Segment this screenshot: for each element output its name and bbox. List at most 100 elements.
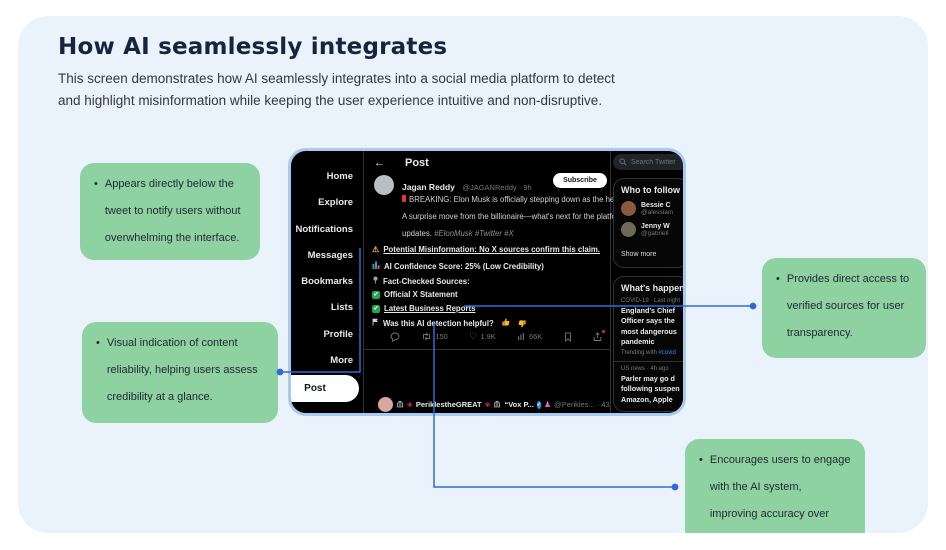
subscribe-button[interactable]: Subscribe [553,173,607,188]
post-detail-column: ← Post Jagan Reddy @JAGANReddy · 9h Subs… [363,151,680,413]
sidebar-item-label: Profile [323,328,353,340]
ai-score-text: AI Confidence Score: 25% (Low Credibilit… [384,261,544,271]
trend-headline-line: following suspen [621,384,680,394]
views-button[interactable]: 66K [517,332,542,341]
warning-icon: ⚠ [372,245,380,254]
post-header-title: Post [405,157,429,169]
info-panel: How AI seamlessly integrates This screen… [18,16,928,533]
ai-confidence-score: AI Confidence Score: 25% (Low Credibilit… [372,261,544,271]
source-official-statement[interactable]: ✔ Official X Statement [372,290,458,299]
back-icon[interactable]: ← [374,157,385,169]
sidebar-item-label: Bookmarks [301,276,353,288]
follow-suggestion[interactable]: Jenny W @gabriell [621,222,683,237]
source-business-reports[interactable]: ✔ Latest Business Reports [372,304,475,313]
whats-happening-card: What's happening COVID-19 · Last night E… [613,276,683,413]
sidebar-item[interactable]: Notifications [291,218,363,244]
engagement-bar: 150 ♡ 1.9K 66K [390,329,605,342]
sidebar-item-label: Lists [330,302,353,314]
like-button[interactable]: ♡ 1.9K [469,331,496,342]
sidebar-item-label: Home [326,171,353,182]
connector-dot [749,302,757,310]
reply-icon [390,332,400,342]
page-title: How AI seamlessly integrates [58,34,448,60]
avatar[interactable] [374,175,394,195]
trend-headline-line: Amazon, Apple [621,394,673,404]
source-label: Official X Statement [384,290,458,299]
post-header: ← Post [374,157,429,169]
trend-headline-line: pandemic [621,337,655,347]
sidebar-item[interactable]: Bookmarks [291,270,363,296]
reply-button[interactable] [390,332,400,342]
thumbs-up-icon[interactable] [502,318,510,328]
tweet-text: updates. [402,229,432,238]
follow-suggestion[interactable]: Bessie C @alessiam [621,201,683,216]
sidebar-item-label: Explore [318,197,353,209]
ai-feedback-prompt: Was this AI detection helpful? [372,318,526,328]
sidebar-item[interactable]: Lists [291,296,363,322]
next-tweet-row[interactable]: ❀ PeriklestheGREAT ❀ “Vox P... ✔ ♟ @Peri… [378,397,610,412]
flag-icon [372,318,379,328]
share-icon [593,331,602,341]
source-link-label[interactable]: Latest Business Reports [384,304,476,313]
show-more-link[interactable]: Show more [621,251,657,258]
user-name[interactable]: Jagan Reddy [402,182,455,192]
retweet-icon [423,332,431,341]
trending-hashtag[interactable]: #covid [658,349,676,356]
connector-dot [671,483,679,491]
bullet-icon: • [94,178,98,190]
trend-headline-line: England's Chief [621,306,676,315]
check-icon: ✔ [372,304,380,313]
annotation-text: Visual indication of content reliability… [106,337,258,403]
sources-title-text: Fact-Checked Sources: [383,276,470,286]
trend-headline-line: Parler may go d [621,373,675,383]
sidebar-item[interactable]: Explore [291,191,363,217]
social-app-screenshot: Home Explore Notifications Messages [288,148,686,416]
tweet-line-2: A surprise move from the billionaire—wha… [402,212,680,221]
search-input[interactable]: Search Twitter [613,154,683,170]
avatar[interactable] [378,397,393,412]
annotation-warning-placement: • Appears directly below the tweet to no… [80,163,260,260]
retweet-count: 150 [435,332,448,341]
trend-headline-line: Officer says the [621,316,675,326]
sidebar-item[interactable]: Profile [291,323,363,349]
post-button[interactable]: Post [291,375,359,402]
rose-icon: ❀ [407,401,413,409]
divider [364,349,610,350]
bookmark-button[interactable] [564,332,572,342]
sidebar-item[interactable]: More [291,349,363,375]
search-icon [619,158,627,166]
trend-headline-line: most dangerous [621,326,677,336]
check-icon: ✔ [372,290,380,299]
annotation-text: Encourages users to engage with the AI s… [709,454,851,520]
sidebar-item[interactable]: Messages [291,244,363,270]
user-name: PeriklestheGREAT [415,400,482,409]
fact-checked-sources-title: Fact-Checked Sources: [372,276,470,286]
quote-text: “Vox P... [504,400,534,409]
bullet-icon: • [776,273,780,285]
page-description: This screen demonstrates how AI seamless… [58,71,615,108]
tweet-hashtags[interactable]: #ElonMusk #Twitter #X [434,229,514,238]
suggested-user-handle: @alessiam [641,208,674,216]
suggested-user-name: Bessie C [641,201,671,209]
divider [614,360,683,362]
who-to-follow-card: Who to follow Bessie C @alessiam Jenny W… [613,178,683,268]
tweet-text: BREAKING: Elon Musk is officially steppi… [409,195,642,204]
bookmark-icon [564,332,571,342]
heart-icon: ♡ [469,331,478,341]
sidebar-item[interactable]: Home [291,165,363,191]
share-button[interactable] [593,329,605,342]
views-icon [517,333,524,340]
retweet-button[interactable]: 150 [421,332,448,341]
pawn-icon: ♟ [544,400,552,409]
sidebar-nav-list: Home Explore Notifications Messages [291,165,363,375]
avatar [621,201,636,216]
building-icon [396,400,404,410]
bullet-icon: • [96,337,100,349]
thumbs-down-icon[interactable] [518,318,526,328]
annotation-verified-sources: • Provides direct access to verified sou… [762,258,926,358]
trending-with-text: Trending with [621,349,657,356]
warning-text: Potential Misinformation: No X sources c… [383,245,600,254]
